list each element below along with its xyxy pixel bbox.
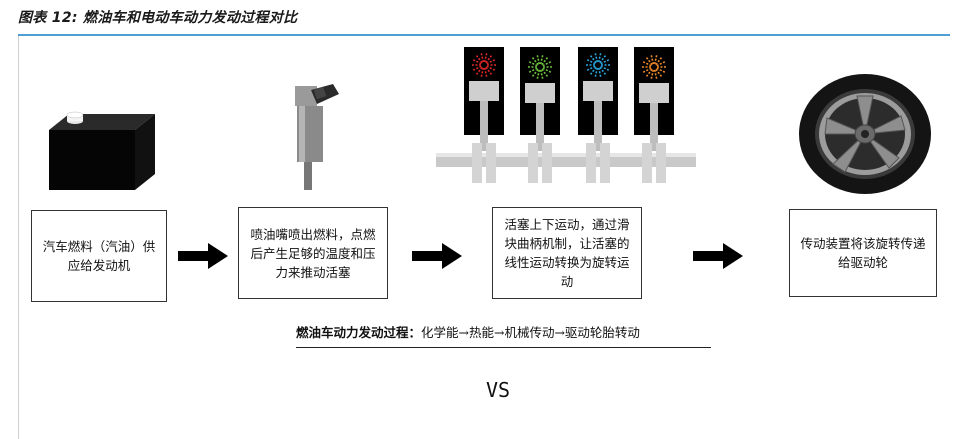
vs-label: VS: [486, 378, 511, 402]
wheel-illustration: [799, 74, 931, 194]
pistons-crankshaft-illustration: [436, 47, 696, 183]
energy-chain-summary: 燃油车动力发动过程：化学能→热能→机械传动→驱动轮胎转动: [296, 322, 711, 348]
title-rule: [18, 34, 950, 36]
step-text-piston-motion: 活塞上下运动，通过滑块曲柄机制，让活塞的线性运动转换为旋转运动: [504, 217, 630, 289]
firework-burst: [642, 55, 666, 79]
summary-label: 燃油车动力发动过程：: [296, 325, 422, 340]
left-border-line: [18, 36, 19, 439]
fuel-tank-illustration: [49, 111, 155, 190]
firework-burst: [586, 53, 610, 77]
right-arrow-icon: [412, 243, 462, 269]
step-box-fuel-supply: 汽车燃料（汽油）供应给发动机: [31, 210, 167, 302]
firework-burst: [528, 55, 552, 79]
fuel-injector-illustration: [295, 84, 339, 190]
step-text-transmission: 传动装置将该旋转传递给驱动轮: [800, 236, 926, 270]
step-text-injection: 喷油嘴喷出燃料，点燃后产生足够的温度和压力来推动活塞: [250, 226, 376, 280]
summary-chain: 化学能→热能→机械传动→驱动轮胎转动: [421, 325, 640, 340]
step-text-fuel-supply: 汽车燃料（汽油）供应给发动机: [42, 239, 156, 273]
step-box-transmission: 传动装置将该旋转传递给驱动轮: [789, 209, 937, 297]
right-arrow-icon: [693, 243, 743, 269]
firework-burst: [472, 53, 496, 77]
right-arrow-icon: [178, 243, 228, 269]
figure-title: 图表 12: 燃油车和电动车动力发动过程对比: [18, 10, 298, 26]
step-box-injection: 喷油嘴喷出燃料，点燃后产生足够的温度和压力来推动活塞: [238, 207, 388, 299]
step-box-piston-motion: 活塞上下运动，通过滑块曲柄机制，让活塞的线性运动转换为旋转运动: [492, 207, 642, 299]
